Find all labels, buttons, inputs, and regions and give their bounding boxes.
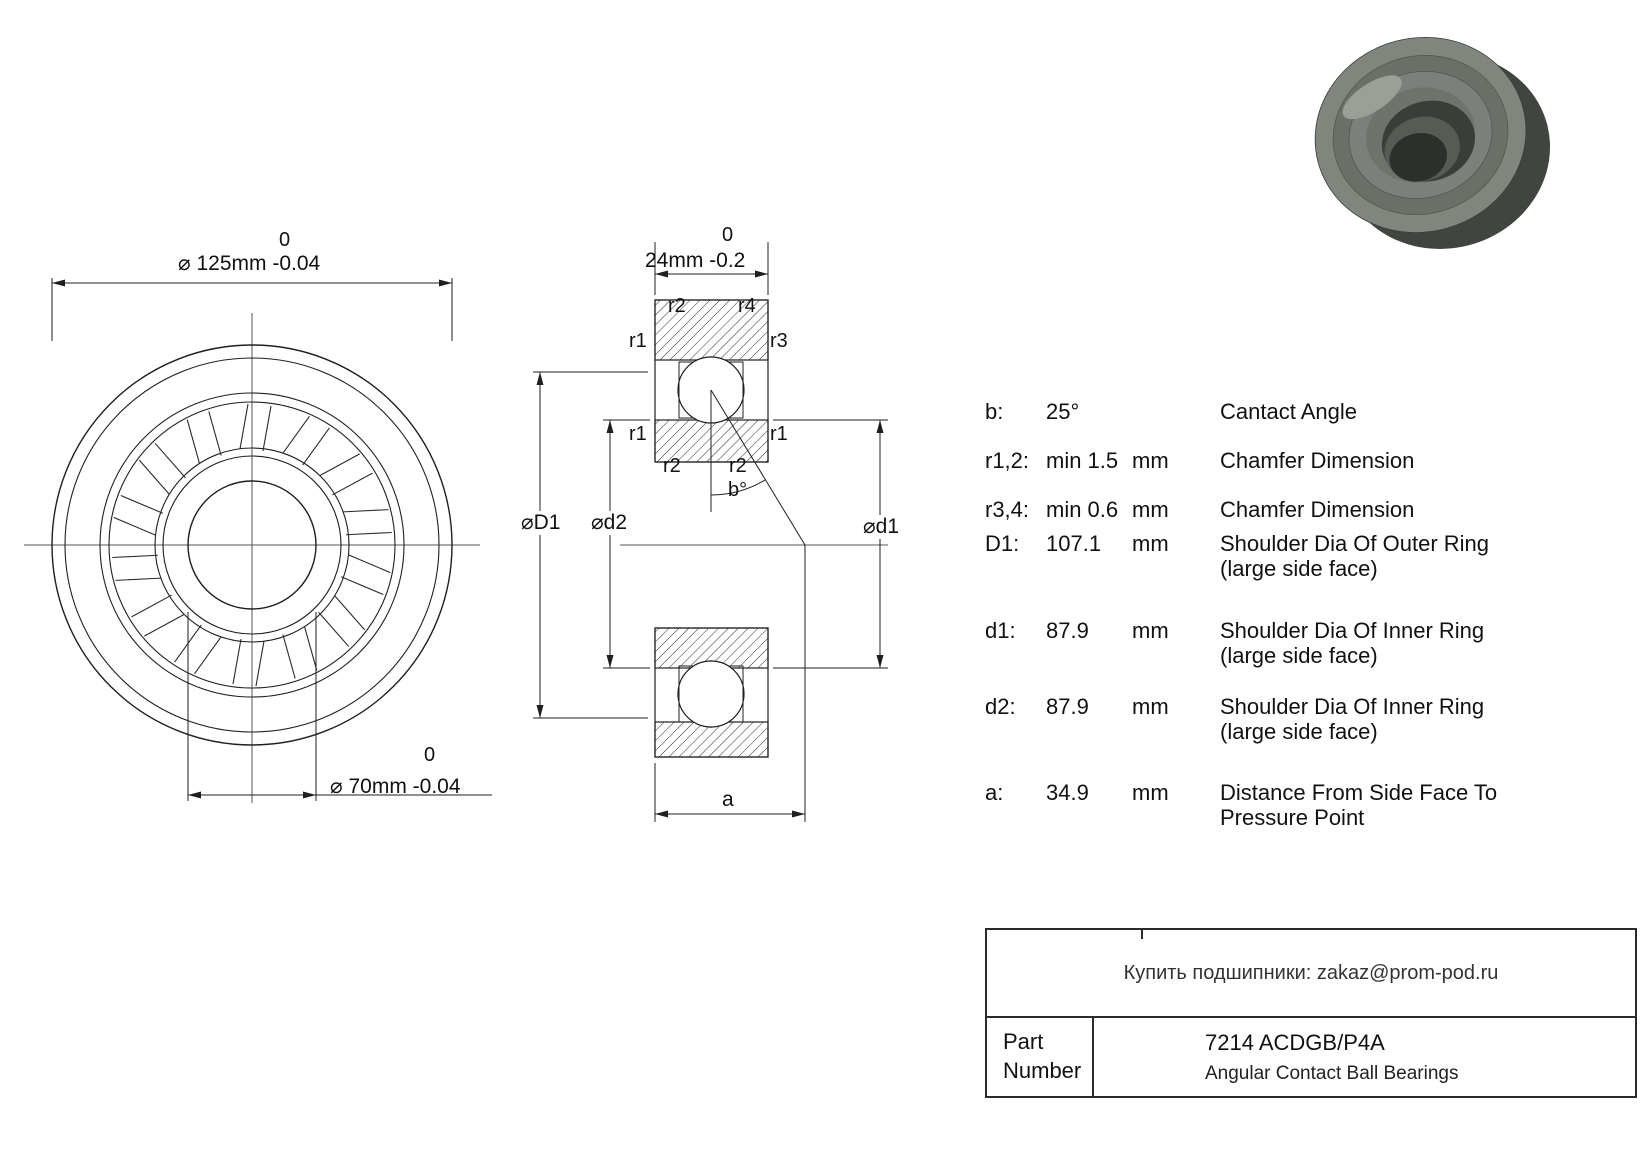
- spec-unit: mm: [1132, 694, 1169, 719]
- spec-row-d2: d2: 87.9 mm Shoulder Dia Of Inner Ring (…: [985, 694, 1645, 752]
- spec-desc: Chamfer Dimension: [1220, 448, 1415, 473]
- spec-value: 107.1: [1046, 531, 1102, 556]
- chamfer-label-r1-left-lower: r1: [629, 423, 647, 445]
- spec-value: 25°: [1046, 399, 1080, 424]
- spec-param: r1,2:: [985, 448, 1030, 473]
- bearing-3d-render: [1314, 36, 1551, 249]
- front-outer-dim-upper-tolerance: 0: [279, 229, 291, 251]
- dim-label-d2: ⌀d2: [589, 511, 630, 536]
- contact-line: Купить подшипники: zakaz@prom-pod.ru: [1123, 961, 1499, 984]
- part-number-label: Part Number: [987, 1018, 1094, 1096]
- chamfer-label-r2-top-left: r2: [668, 295, 686, 317]
- section-dimensions: [533, 242, 888, 822]
- spec-row-a: a: 34.9 mm Distance From Side Face To Pr…: [985, 780, 1645, 838]
- spec-row-d1: d1: 87.9 mm Shoulder Dia Of Inner Ring (…: [985, 618, 1645, 676]
- front-view-dimensions: [51, 278, 492, 801]
- front-bore-dim-upper-tolerance: 0: [424, 744, 436, 766]
- spec-unit: mm: [1132, 531, 1169, 556]
- spec-row-D1: D1: 107.1 mm Shoulder Dia Of Outer Ring …: [985, 531, 1645, 589]
- title-block: Купить подшипники: zakaz@prom-pod.ru Par…: [985, 928, 1637, 1098]
- spec-row-chamfer-r34: r3,4: min 0.6 mm Chamfer Dimension: [985, 497, 1645, 555]
- spec-value: min 0.6: [1046, 497, 1119, 522]
- dim-label-d1: ⌀d1: [861, 515, 902, 540]
- spec-value: 34.9: [1046, 780, 1089, 805]
- spec-param: d2:: [985, 694, 1016, 719]
- dimension-arrowheads: [52, 270, 884, 818]
- spec-desc: Shoulder Dia Of Outer Ring (large side f…: [1220, 531, 1490, 581]
- part-number-value: 7214 ACDGB/P4A: [1205, 1029, 1385, 1055]
- spec-value: 87.9: [1046, 694, 1089, 719]
- chamfer-label-r2-bottom-right: r2: [729, 455, 747, 477]
- chamfer-label-r3-right-upper: r3: [770, 330, 788, 352]
- front-view-drawing: [51, 344, 453, 746]
- chamfer-label-r1-left-upper: r1: [629, 330, 647, 352]
- spec-param: r3,4:: [985, 497, 1030, 522]
- spec-desc: Cantact Angle: [1220, 399, 1357, 424]
- spec-row-contact-angle: b: 25° Cantact Angle: [985, 399, 1645, 457]
- spec-desc: Shoulder Dia Of Inner Ring (large side f…: [1220, 694, 1485, 744]
- spec-param: a:: [985, 780, 1004, 805]
- spec-param: d1:: [985, 618, 1016, 643]
- spec-desc: Distance From Side Face To Pressure Poin…: [1220, 780, 1498, 830]
- spec-param: D1:: [985, 531, 1020, 556]
- chamfer-label-r1-right-lower: r1: [770, 423, 788, 445]
- contact-angle-label: b°: [728, 479, 748, 501]
- section-width-dim-upper-tolerance: 0: [722, 224, 734, 246]
- part-number-row: Part Number 7214 ACDGB/P4A Angular Conta…: [987, 1018, 1635, 1096]
- spec-unit: mm: [1132, 618, 1169, 643]
- title-block-tick: [1141, 930, 1143, 939]
- spec-unit: mm: [1132, 497, 1169, 522]
- front-bore-dim-label: ⌀ 70mm -0.04: [330, 775, 461, 798]
- bearing-type: Angular Contact Ball Bearings: [1205, 1062, 1459, 1084]
- spec-row-chamfer-r12: r1,2: min 1.5 mm Chamfer Dimension: [985, 448, 1645, 506]
- spec-param: b:: [985, 399, 1004, 424]
- contact-angle-lines: [710, 389, 806, 546]
- chamfer-label-r2-bottom-left: r2: [663, 455, 681, 477]
- spec-value: min 1.5: [1046, 448, 1119, 473]
- part-number-cell: 7214 ACDGB/P4A Angular Contact Ball Bear…: [1094, 1018, 1635, 1096]
- section-view-drawing: [654, 299, 769, 758]
- dim-label-D1: ⌀D1: [519, 511, 563, 536]
- spec-desc: Shoulder Dia Of Inner Ring (large side f…: [1220, 618, 1485, 668]
- front-outer-dim-label: ⌀ 125mm -0.04: [178, 252, 321, 275]
- dim-label-a: a: [722, 788, 734, 811]
- spec-unit: mm: [1132, 780, 1169, 805]
- chamfer-label-r4-top-right: r4: [738, 295, 756, 317]
- spec-value: 87.9: [1046, 618, 1089, 643]
- contact-cell: Купить подшипники: zakaz@prom-pod.ru: [987, 930, 1635, 1018]
- spec-desc: Chamfer Dimension: [1220, 497, 1415, 522]
- section-width-dim-label: 24mm -0.2: [645, 249, 746, 272]
- spec-unit: mm: [1132, 448, 1169, 473]
